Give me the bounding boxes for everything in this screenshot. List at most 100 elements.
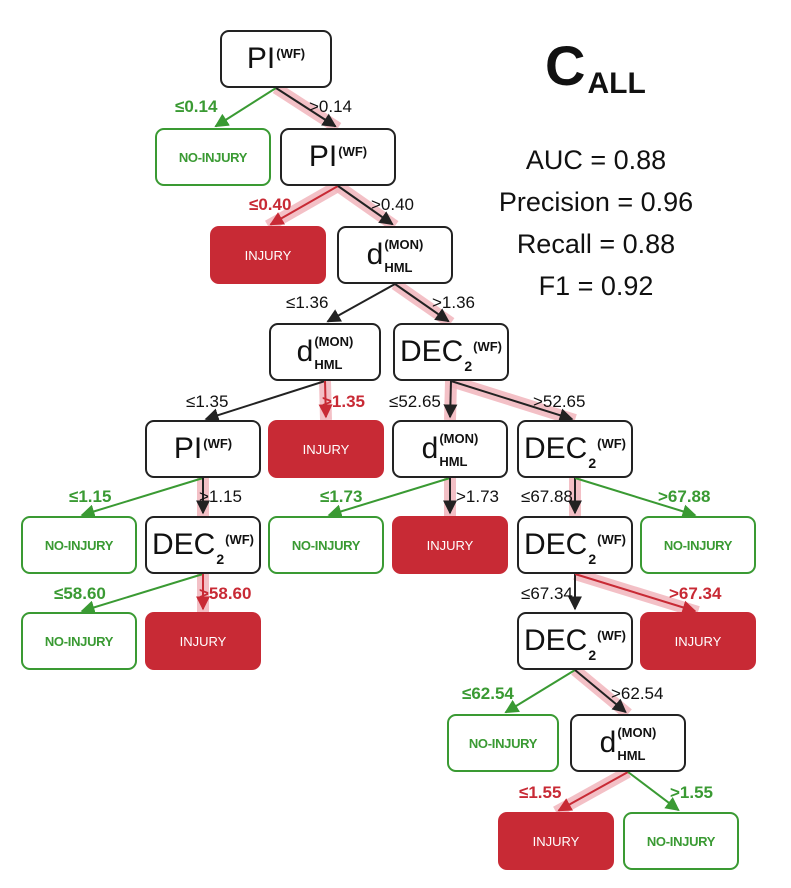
node-feature: DEC (523, 432, 588, 465)
tree-edge (275, 87, 337, 128)
node-feature: d (599, 726, 617, 759)
node-subscript: 2 (588, 455, 597, 471)
edge-threshold-label: ≤62.54 (462, 684, 514, 703)
split-node: PI(WF) (220, 30, 332, 88)
node-scripts: (MON)HML (384, 238, 423, 274)
edge-threshold-label: >67.88 (658, 487, 711, 506)
edge-threshold-label: >1.36 (432, 293, 476, 312)
edge-threshold-label: ≤1.73 (320, 487, 363, 506)
node-label: d(MON)HML (297, 335, 354, 371)
tree-edge (504, 669, 576, 714)
node-scripts: (MON)HML (439, 432, 478, 468)
split-node: d(MON)HML (392, 420, 508, 478)
tree-edge (394, 283, 450, 323)
tree-edge (450, 380, 574, 422)
edge-threshold-label: ≤1.35 (186, 392, 229, 411)
figure-title: CALL (545, 38, 646, 99)
leaf-injury: INJURY (498, 812, 614, 870)
tree-edge (574, 669, 627, 713)
tree-edge (326, 283, 396, 323)
leaf-no-injury: NO-INJURY (21, 516, 137, 574)
leaf-injury: INJURY (640, 612, 756, 670)
node-superscript: (WF) (203, 436, 233, 451)
leaf-no-injury: NO-INJURY (268, 516, 384, 574)
tree-edge (574, 477, 697, 519)
edge-threshold-label: >52.65 (533, 392, 586, 411)
node-subscript: HML (439, 454, 468, 469)
tree-edge (443, 380, 458, 419)
node-subscript: HML (617, 748, 646, 763)
node-superscript: (MON) (314, 334, 354, 349)
metric-f1: F1 = 0.92 (538, 271, 654, 301)
node-scripts: (MON) HML (617, 726, 656, 762)
split-node: d(MON)HML (337, 226, 453, 284)
tree-edge (269, 185, 339, 226)
leaf-no-injury: NO-INJURY (155, 128, 271, 186)
tree-edge (337, 185, 394, 226)
node-superscript: (WF) (338, 144, 368, 159)
edge-threshold-label: ≤1.15 (69, 487, 112, 506)
node-feature: DEC (151, 528, 216, 561)
title-subscript: ALL (587, 67, 646, 100)
node-scripts: (MON)HML (314, 335, 353, 371)
node-label: PI(WF) (174, 434, 232, 464)
node-superscript: (WF) (225, 532, 254, 547)
node-feature: DEC (523, 624, 588, 657)
node-feature: d (421, 432, 439, 465)
edge-threshold-label: >67.34 (669, 584, 722, 603)
split-node: d(MON) HML (570, 714, 686, 772)
node-label: PI(WF) (309, 142, 367, 172)
edge-threshold-label: ≤0.40 (249, 195, 292, 214)
tree-edge (557, 771, 629, 812)
node-superscript: (WF) (473, 339, 502, 354)
leaf-injury: INJURY (210, 226, 326, 284)
tree-edge (574, 573, 697, 615)
tree-edge (214, 87, 277, 128)
edge-threshold-label: >0.14 (309, 97, 353, 116)
tree-edge (327, 477, 451, 519)
split-node: PI(WF) (145, 420, 261, 478)
leaf-no-injury: NO-INJURY (447, 714, 559, 772)
edge-threshold-label: ≤52.65 (389, 392, 441, 411)
node-superscript: (WF) (597, 532, 626, 547)
tree-edge (318, 380, 333, 419)
split-node: d(MON)HML (269, 323, 381, 381)
node-superscript: (WF) (597, 628, 626, 643)
node-superscript: (WF) (597, 436, 626, 451)
node-feature: DEC (399, 335, 464, 368)
node-feature: PI (308, 140, 338, 173)
edge-threshold-label: >0.40 (371, 195, 415, 214)
edge-threshold-label: >1.15 (199, 487, 243, 506)
tree-edge (627, 771, 680, 812)
leaf-injury: INJURY (145, 612, 261, 670)
edge-threshold-label: >58.60 (199, 584, 252, 603)
node-superscript: (MON) (617, 725, 657, 740)
edge-threshold-label: ≤58.60 (54, 584, 106, 603)
node-label: d(MON)HML (421, 432, 479, 468)
edge-threshold-label: ≤67.34 (521, 584, 573, 603)
node-label: d(MON)HML (366, 238, 424, 274)
node-superscript: (WF) (276, 46, 306, 61)
node-feature: PI (246, 42, 276, 75)
node-feature: d (366, 238, 384, 271)
edge-threshold-label: >1.55 (670, 783, 714, 802)
node-subscript: 2 (216, 551, 225, 567)
edge-threshold-label: ≤0.14 (175, 97, 218, 116)
node-subscript: 2 (588, 647, 597, 663)
node-label: PI(WF) (247, 44, 305, 74)
edge-threshold-label: >1.35 (322, 392, 366, 411)
leaf-injury: INJURY (392, 516, 508, 574)
leaf-no-injury: NO-INJURY (623, 812, 739, 870)
edge-threshold-label: >62.54 (611, 684, 664, 703)
